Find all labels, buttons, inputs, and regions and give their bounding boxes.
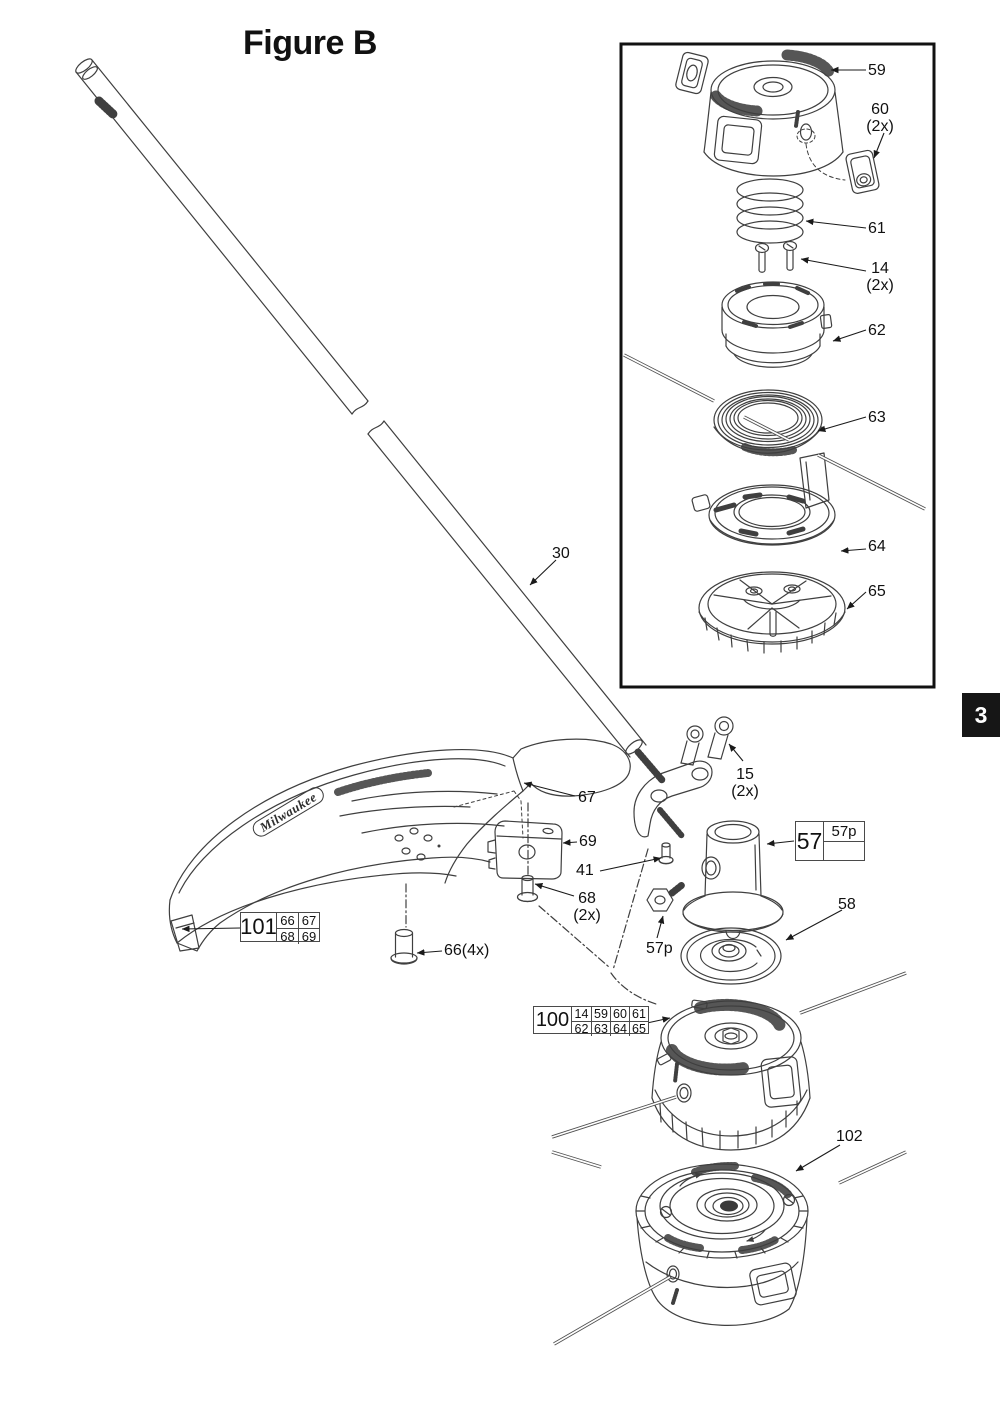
- callout-60-qty: (2x): [866, 118, 894, 135]
- callout-15: 15 (2x): [724, 766, 766, 800]
- callout-15-number: 15: [736, 766, 754, 783]
- callout-63: 63: [868, 409, 886, 426]
- callout-58: 58: [838, 896, 856, 913]
- part-102-head-assembly: [635, 1161, 809, 1326]
- callout-15-qty: (2x): [731, 783, 759, 800]
- figure-title: Figure B: [243, 24, 377, 62]
- inset-detail-box: [619, 42, 936, 689]
- part-67-guard: [168, 738, 631, 952]
- callout-66: 66(4x): [444, 942, 490, 959]
- ref-table-57-subcells: 57p: [824, 822, 864, 860]
- ref-table-101-cells: 66 67 68 69: [277, 913, 319, 944]
- part-57-gear-head: [633, 760, 784, 940]
- callout-62: 62: [868, 322, 886, 339]
- assembly-axis-lines: [405, 802, 657, 1005]
- ref-100-cell: 64: [610, 1021, 629, 1036]
- part-66-screw: [390, 928, 418, 965]
- part-14-screws: [754, 240, 798, 273]
- ref-101-cell: 69: [298, 928, 319, 944]
- callout-60: 60 (2x): [862, 101, 898, 135]
- ref-table-100-main: 100: [534, 1007, 572, 1033]
- callout-65: 65: [868, 583, 886, 600]
- part-59-head-cover: [675, 49, 846, 181]
- ref-table-101: 101 66 67 68 69: [240, 912, 320, 944]
- part-62-spool: [721, 281, 833, 368]
- part-69-bracket: [487, 820, 563, 880]
- ref-100-cell: 62: [572, 1021, 591, 1036]
- ref-101-cell: 66: [280, 913, 295, 928]
- part-64-retainer-ring: [691, 452, 836, 546]
- callout-59: 59: [868, 62, 886, 79]
- callout-60-number: 60: [871, 101, 889, 118]
- part-58-drive-disc: [680, 927, 782, 985]
- page-number-tab: 3: [962, 693, 1000, 737]
- callout-102: 102: [836, 1128, 863, 1145]
- callout-67: 67: [578, 789, 596, 806]
- callout-61: 61: [868, 220, 886, 237]
- part-63-line-coil: [713, 389, 823, 457]
- trimmer-line-through-coil: [623, 353, 926, 511]
- leader-lines: [181, 66, 885, 1172]
- part-60-clip: [845, 149, 880, 194]
- part-61-spring: [736, 178, 804, 244]
- callout-41: 41: [576, 862, 594, 879]
- ref-100-cell: 60: [610, 1007, 629, 1021]
- part-15-screws: [680, 716, 734, 766]
- callout-68-number: 68: [578, 890, 596, 907]
- ref-101-cell: 68: [277, 928, 298, 944]
- callout-57p: 57p: [646, 940, 673, 957]
- ref-table-100: 100 14 59 60 61 62 63 64 65: [533, 1006, 649, 1036]
- part-57p-bolt: [646, 881, 686, 912]
- ref-table-57-subtop: 57p: [831, 822, 857, 840]
- part-41-screw: [658, 842, 674, 865]
- ref-table-101-main: 101: [240, 913, 277, 941]
- ref-table-57-main: 57: [796, 822, 824, 860]
- part-100-head-assembly: [651, 998, 811, 1151]
- callout-68-qty: (2x): [573, 907, 601, 924]
- ref-100-cell: 61: [629, 1007, 648, 1021]
- trimmer-line-through-head-102: [551, 1150, 907, 1346]
- callout-30: 30: [552, 545, 570, 562]
- trimmer-line-through-head-100: [551, 971, 907, 1139]
- ref-100-cell: 14: [574, 1007, 589, 1021]
- ref-100-cell: 65: [629, 1021, 648, 1036]
- callout-14-number: 14: [871, 260, 889, 277]
- ref-table-57: 57 57p: [795, 821, 865, 861]
- callout-68: 68 (2x): [566, 890, 608, 924]
- ref-100-cell: 63: [591, 1021, 610, 1036]
- part-30-shaft: [75, 58, 666, 784]
- callout-14-qty: (2x): [866, 277, 894, 294]
- part-68-screw: [516, 874, 539, 903]
- ref-table-57-subbottom: [824, 840, 864, 861]
- ref-100-cell: 59: [591, 1007, 610, 1021]
- ref-101-cell: 67: [298, 913, 319, 928]
- part-65-bump-cover: [698, 571, 846, 654]
- callout-64: 64: [868, 538, 886, 555]
- callout-14: 14 (2x): [862, 260, 898, 294]
- ref-table-100-cells: 14 59 60 61 62 63 64 65: [572, 1007, 648, 1036]
- callout-69: 69: [579, 833, 597, 850]
